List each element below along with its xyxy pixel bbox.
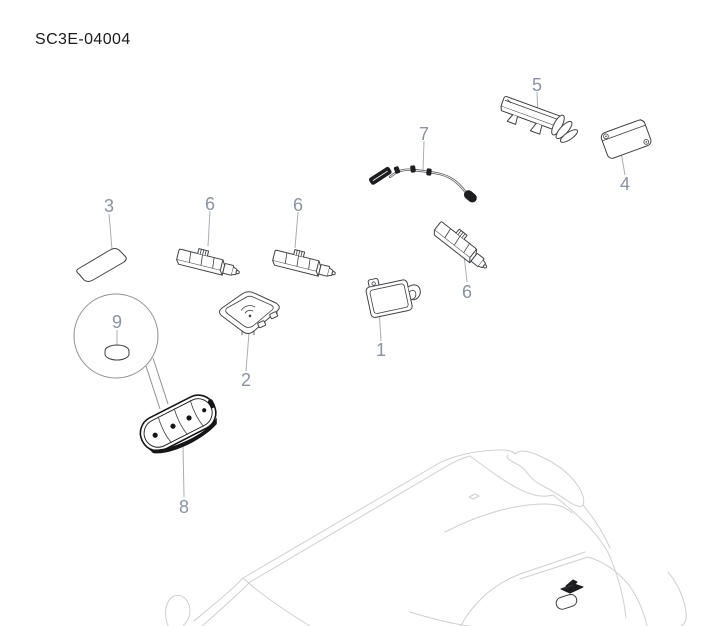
module-clip: [407, 284, 421, 301]
callout-numbers: 1 2 3 4 5 6 6 6 7 8 9: [104, 75, 630, 517]
callout-4[interactable]: 4: [620, 174, 630, 194]
bracket-foot: [529, 122, 543, 135]
diagram-code: SC3E-04004: [35, 31, 131, 48]
car-outline: [165, 449, 687, 626]
harness-clip: [393, 166, 401, 174]
part-6-antenna-module-a[interactable]: [175, 243, 243, 280]
callout-3[interactable]: 3: [104, 196, 114, 216]
fob-button: [170, 423, 176, 429]
harness-connector-right: [463, 190, 477, 203]
tray-clip: [257, 320, 267, 329]
car-roof-detail: [468, 493, 480, 500]
bracket-foot: [506, 114, 518, 125]
part-8-key-fob[interactable]: [135, 389, 226, 463]
car-mounted-antenna[interactable]: [555, 579, 584, 611]
module-screw-hole: [643, 139, 650, 145]
module-screw-hole: [603, 133, 609, 140]
fob-release-button: [207, 399, 216, 409]
callout-6a[interactable]: 6: [205, 194, 215, 214]
magnifier-pointer: [145, 365, 161, 410]
callout-6b[interactable]: 6: [293, 195, 303, 215]
callout-1[interactable]: 1: [376, 340, 386, 360]
part-9-battery-magnifier[interactable]: [73, 293, 159, 379]
wifi-icon: [240, 305, 256, 318]
callout-2[interactable]: 2: [241, 370, 251, 390]
part-2-immobilizer-tray[interactable]: [219, 291, 280, 336]
car-mirror: [165, 594, 191, 626]
part-1-receiver-module[interactable]: [364, 270, 424, 318]
car-antenna-gasket: [555, 593, 578, 610]
magnifier-pointer: [152, 357, 169, 405]
callout-5[interactable]: 5: [532, 75, 542, 95]
part-6-antenna-module-c[interactable]: [431, 216, 496, 274]
harness-connector-left: [369, 166, 392, 185]
fob-button: [152, 432, 158, 438]
magnifier-circle: [73, 293, 159, 379]
coin-battery: [104, 344, 130, 361]
fob-button: [186, 415, 192, 421]
fob-side-shade: [148, 417, 217, 454]
leader-lines: [108, 91, 626, 498]
callout-6c[interactable]: 6: [462, 282, 472, 302]
harness-clip: [426, 168, 432, 176]
part-3-pad[interactable]: [76, 248, 127, 282]
callout-7[interactable]: 7: [419, 124, 429, 144]
callout-9[interactable]: 9: [112, 312, 122, 332]
car-spoiler: [506, 450, 585, 507]
fob-button: [202, 408, 207, 413]
tray-clip: [269, 311, 279, 320]
part-7-cable-harness[interactable]: [369, 165, 478, 204]
bracket-clip: [559, 129, 579, 143]
part-4-control-module[interactable]: [600, 119, 652, 160]
callout-8[interactable]: 8: [179, 497, 189, 517]
part-6-antenna-module-b[interactable]: [271, 244, 339, 281]
harness-clip: [410, 165, 416, 173]
part-5-antenna-bracket[interactable]: [497, 95, 580, 145]
